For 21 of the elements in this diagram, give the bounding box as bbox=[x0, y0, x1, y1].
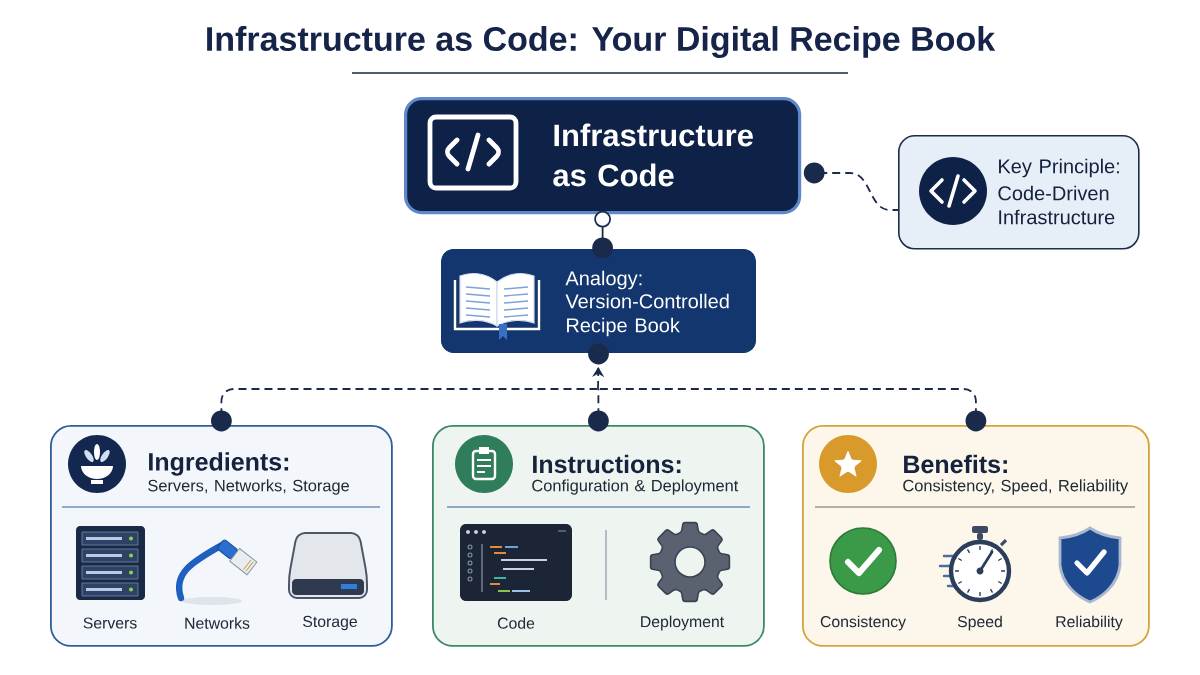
panel-heading: Instructions: bbox=[533, 454, 681, 474]
panel-subheading: Servers, Networks, Storage bbox=[148, 479, 349, 495]
icon-caption: Speed bbox=[957, 615, 1002, 631]
icon-caption: Storage bbox=[303, 615, 357, 631]
panel-heading: Benefits: bbox=[904, 454, 1007, 474]
box-text: Code-Driven Infrastructure bbox=[998, 185, 1115, 225]
box-text: Version-Controlled Recipe Book bbox=[565, 293, 729, 337]
title-box bbox=[404, 97, 802, 215]
icon-caption: Deployment bbox=[641, 615, 724, 631]
box-title: Infrastructure as Code bbox=[553, 123, 753, 187]
panel-subheading: Configuration & Deployment bbox=[532, 479, 739, 495]
icon-caption: Code bbox=[497, 617, 535, 629]
box-heading: Key Principle: bbox=[999, 158, 1119, 178]
panel-subheading: Consistency, Speed, Reliability bbox=[903, 479, 1129, 495]
icon-caption: Servers bbox=[83, 617, 137, 629]
icon-caption: Consistency bbox=[820, 615, 906, 631]
title: Infrastructure as Code: Your Digital Recipe Book bbox=[207, 26, 996, 58]
icon-caption: Reliability bbox=[1056, 615, 1123, 631]
panel-heading: Ingredients: bbox=[149, 452, 289, 476]
box-heading: Analogy: bbox=[565, 270, 642, 290]
icon-caption: Networks bbox=[185, 617, 250, 629]
